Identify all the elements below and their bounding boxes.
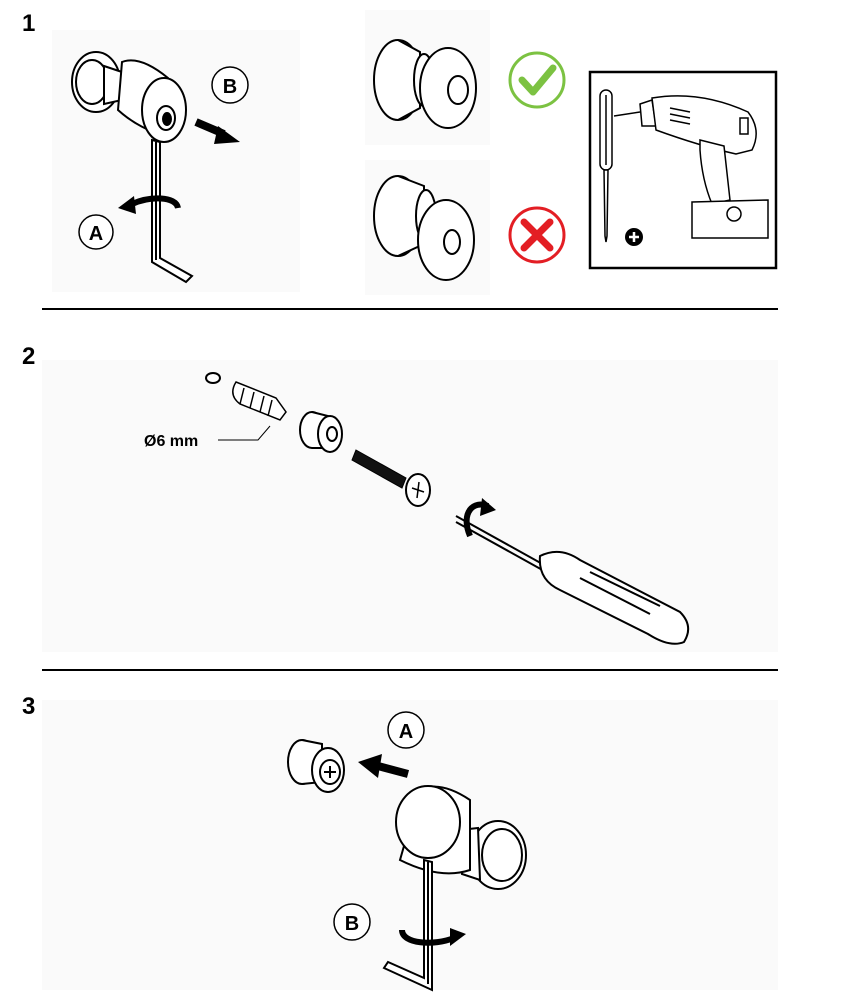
svg-text:B: B xyxy=(345,913,359,935)
wall-plug xyxy=(232,381,287,421)
spacer-correct-orientation xyxy=(373,39,477,129)
step1-label-a: A xyxy=(78,214,114,250)
step3-label-a: A xyxy=(387,711,425,749)
knob-hex-key-illustration xyxy=(71,51,194,284)
step-number-2: 2 xyxy=(22,343,36,370)
screwdriver-large xyxy=(455,515,690,645)
tools-box xyxy=(588,70,778,270)
step-number-3: 3 xyxy=(22,693,36,720)
step1-label-b: B xyxy=(211,66,249,104)
spacer-wrong-orientation xyxy=(373,175,475,281)
spacer-step2 xyxy=(299,411,343,453)
svg-text:B: B xyxy=(223,76,237,98)
svg-text:A: A xyxy=(89,223,103,245)
cordless-drill-icon xyxy=(613,95,769,239)
diameter-leader-line xyxy=(218,425,271,441)
screwdriver-icon xyxy=(599,89,613,243)
move-arrow-a xyxy=(358,754,410,778)
washer-ring xyxy=(205,372,221,384)
move-arrow-b xyxy=(194,118,240,144)
divider-2 xyxy=(42,669,778,671)
step-number-1: 1 xyxy=(22,10,36,37)
diameter-label: Ø6 mm xyxy=(144,433,198,450)
screw xyxy=(351,449,431,507)
knob-hex-key-step3 xyxy=(382,785,527,992)
check-circle-icon xyxy=(508,51,566,109)
divider-1 xyxy=(42,308,778,310)
x-circle-icon xyxy=(508,206,566,264)
plus-circle-icon xyxy=(625,228,643,246)
rotate-arrow-a xyxy=(118,195,181,214)
spacer-with-screw xyxy=(287,739,345,793)
step3-label-b: B xyxy=(333,903,371,941)
rotate-arrow-screwdriver xyxy=(463,498,496,538)
svg-text:A: A xyxy=(399,721,413,743)
rotate-arrow-b xyxy=(399,928,466,946)
